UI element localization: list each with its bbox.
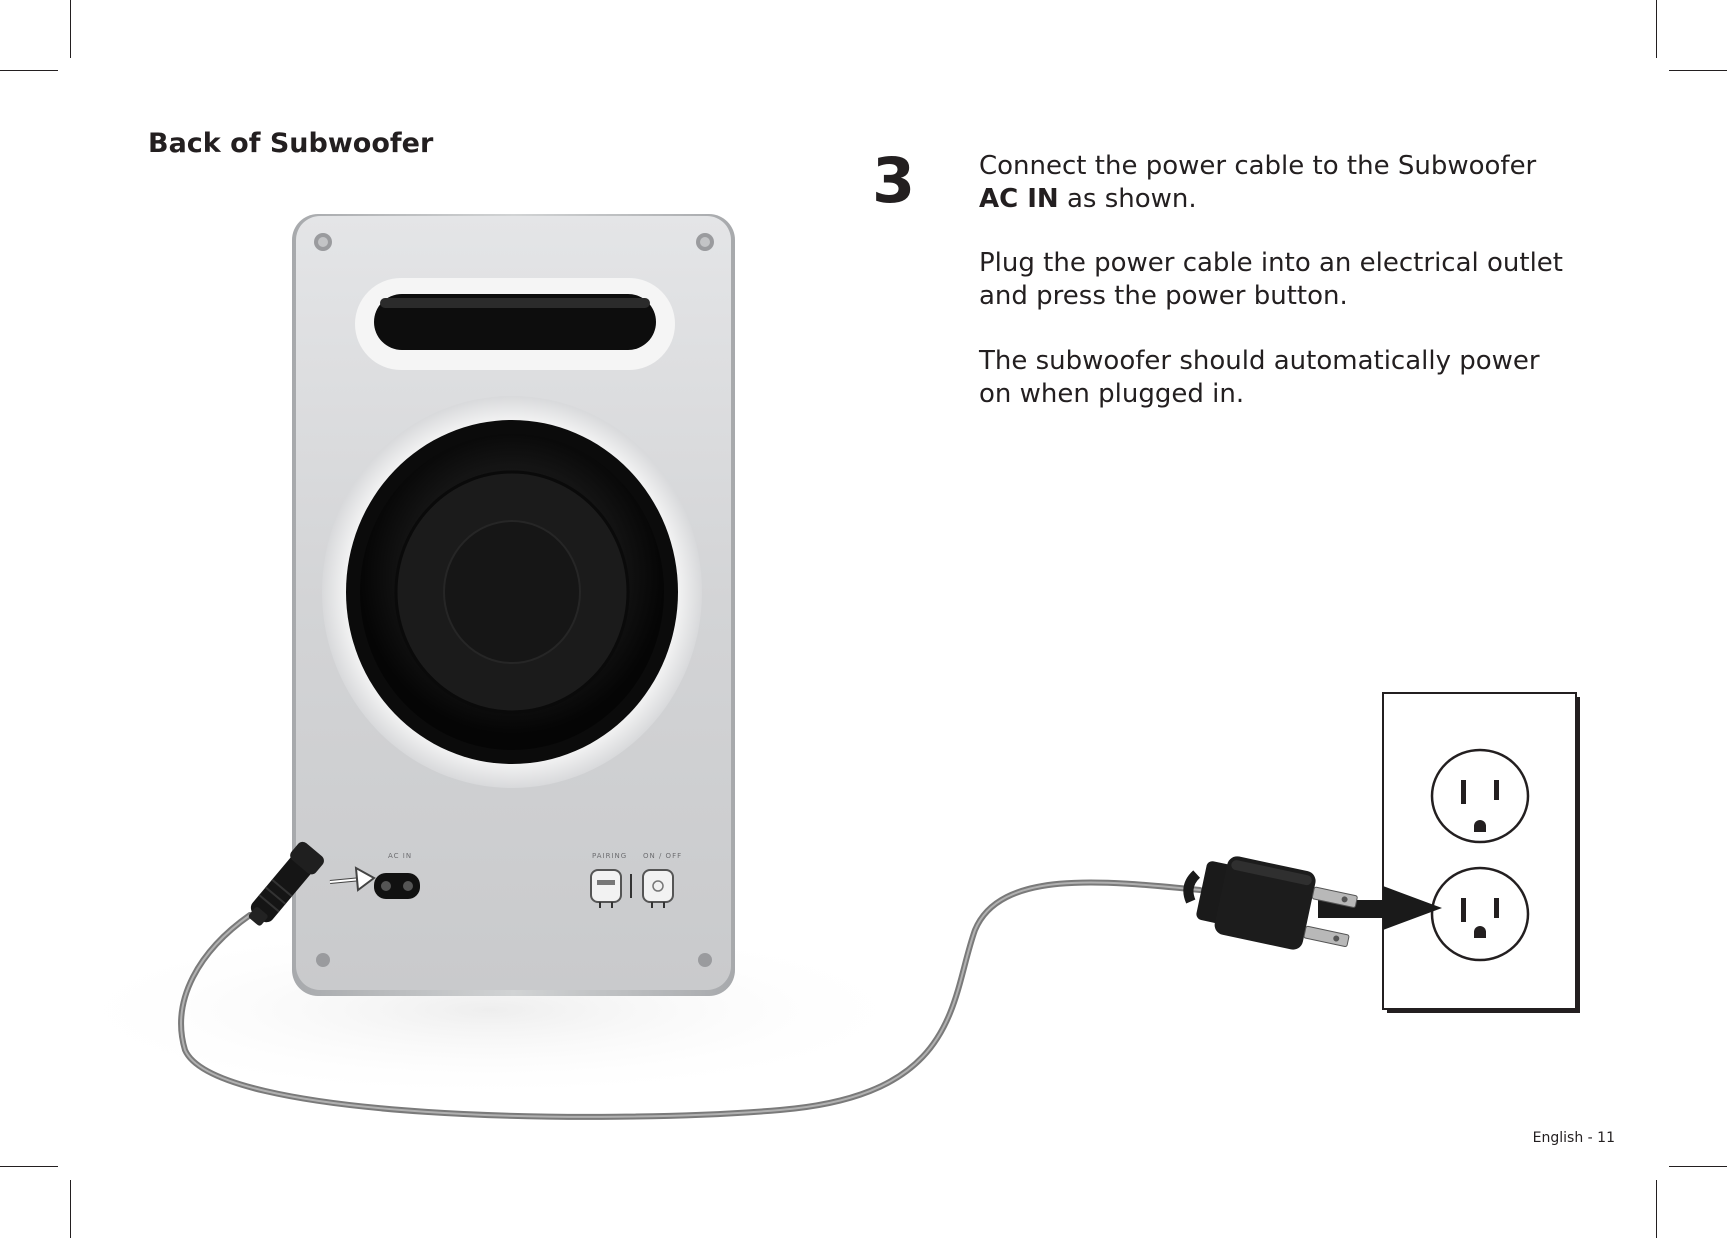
page-number: English - 11: [1533, 1130, 1615, 1146]
pairing-label: PAIRING: [592, 852, 627, 860]
screw-icon: [314, 233, 332, 251]
ac-in-socket: [374, 873, 420, 899]
wall-outlet: [1383, 693, 1580, 1013]
screw-icon: [316, 953, 330, 967]
pairing-button: [591, 870, 621, 908]
on-off-label: ON / OFF: [643, 852, 682, 860]
receptacle-bottom: [1432, 868, 1528, 960]
screw-icon: [698, 953, 712, 967]
ac-in-label: AC IN: [388, 852, 412, 860]
power-button: [643, 870, 673, 908]
screw-icon: [696, 233, 714, 251]
woofer-driver: [322, 396, 702, 788]
bass-port: [355, 278, 675, 370]
